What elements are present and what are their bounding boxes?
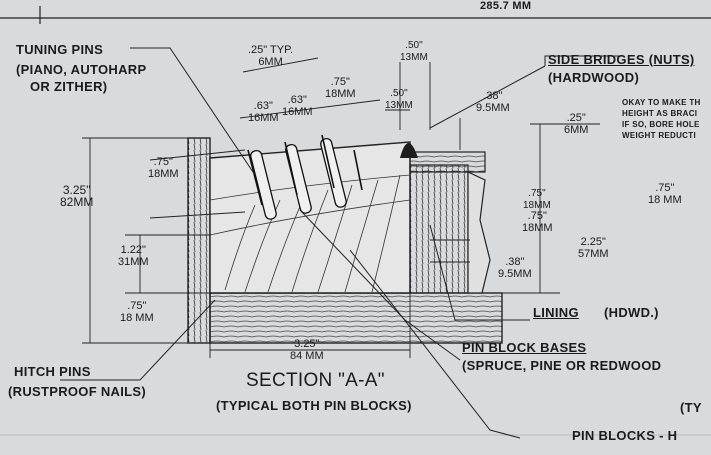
lining-top [409,151,486,173]
lining-label: LINING [533,305,579,320]
tuning-pins-sub1: (PIANO, AUTOHARP [16,62,147,77]
typ-partial-label: (TY [680,400,702,415]
dim-75-a: .75"18MM [325,76,356,100]
leader-lines [60,47,620,439]
hitch-pins-sub: (RUSTPROOF NAILS) [8,384,146,399]
section-subtitle: (TYPICAL BOTH PIN BLOCKS) [216,398,412,413]
note-line-1: OKAY TO MAKE TH [622,98,701,107]
section-title: SECTION "A-A" [246,370,385,391]
dim-25: .25"6MM [564,112,589,136]
dim-pin-spacing: .25" TYP.6MM [248,44,294,68]
side-bridges-sub: (HARDWOOD) [548,70,640,85]
end-board [187,137,211,344]
tuning-pins-label: TUNING PINS [16,42,104,57]
side-bridge-nut [400,143,418,158]
dim-75-r: .75"18MM [523,188,551,211]
dim-75-left: .75"18MM [148,156,179,180]
dim-50-b: .50"13MM [385,88,413,111]
dim-38-a: .38"9.5MM [476,90,510,114]
note-line-3: IF SO, BORE HOLE [622,120,700,129]
pin-blocks-label: PIN BLOCKS - H [572,428,678,443]
note-line-4: WEIGHT REDUCTI [622,131,696,140]
dim-63-a: .63"16MM [248,100,279,124]
dim-75-low: .75"18 MM [120,300,154,324]
dim-63-b: .63"16MM [282,94,313,118]
dim-50-a: .50"13MM [400,40,428,63]
note-line-2: HEIGHT AS BRACI [622,109,698,118]
lining-post [409,164,469,294]
dim-122: 1.22"31MM [118,244,149,268]
pin-block-bases-sub: (SPRUCE, PINE OR REDWOOD [462,358,662,373]
dim-225: 2.25"57MM [578,236,609,260]
pin-block-base-board [209,292,503,344]
dim-325-width: 3.25"84 MM [290,338,324,362]
hitch-pin-nails [247,134,363,206]
dim-325-height: 3.25"82MM [60,183,94,209]
hitch-pins-label: HITCH PINS [14,364,91,379]
side-bridges-label: SIDE BRIDGES (NUTS) [548,52,695,67]
lining-sub: (HDWD.) [604,305,659,320]
tuning-pins-sub2: OR ZITHER) [30,79,108,94]
dim-75-far: .75"18 MM [648,182,682,206]
pin-block-grain [209,174,411,293]
dim-75-b: .75"18MM [522,210,553,234]
pin-block-bases-label: PIN BLOCK BASES [462,340,587,355]
dimension-lines [82,57,600,358]
top-partial-dimension: 285.7 MM [480,0,532,12]
pin-block [209,141,411,294]
dim-38-b: .38"9.5MM [498,256,532,280]
